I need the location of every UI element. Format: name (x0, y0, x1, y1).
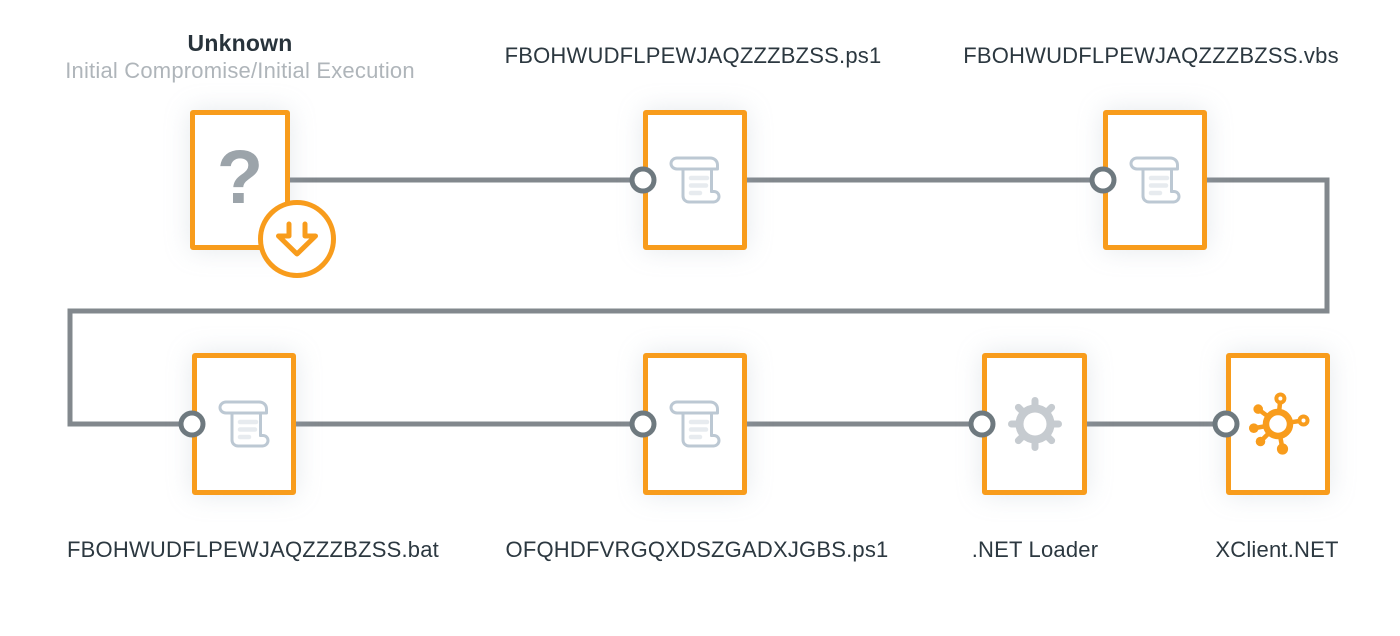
malware-icon (1249, 392, 1310, 455)
node-label-script-vbs: FBOHWUDFLPEWJAQZZZBZSS.vbs (963, 43, 1339, 68)
connector-port (629, 166, 657, 194)
script-scroll-icon (1129, 156, 1181, 204)
download-arrow-icon (276, 221, 318, 257)
script-scroll-icon (218, 400, 270, 448)
node-label-net-loader: .NET Loader (971, 537, 1099, 562)
script-scroll-icon (669, 400, 721, 448)
connector-port (629, 410, 657, 438)
node-subtitle: Initial Compromise/Initial Execution (65, 58, 415, 83)
node-net-loader[interactable] (982, 353, 1087, 495)
script-scroll-icon (669, 156, 721, 204)
node-label-script-ps1-1: FBOHWUDFLPEWJAQZZZBZSS.ps1 (504, 43, 882, 68)
node-label-xclient: XClient.NET (1215, 537, 1339, 562)
gear-icon (1007, 397, 1062, 451)
node-script-ps1-2[interactable] (643, 353, 747, 495)
question-mark-icon: ? (216, 135, 264, 220)
edge-vbs-bat (67, 177, 1330, 427)
node-title: Unknown (187, 30, 293, 56)
connector-port (1089, 166, 1117, 194)
download-badge[interactable] (258, 200, 336, 278)
connector-port (178, 410, 206, 438)
node-script-vbs[interactable] (1103, 110, 1207, 250)
connector-port (968, 410, 996, 438)
node-label-unknown: Unknown Initial Compromise/Initial Execu… (65, 29, 415, 85)
node-xclient[interactable] (1226, 353, 1330, 495)
node-label-script-ps1-2: OFQHDFVRGQXDSZGADXJGBS.ps1 (505, 537, 889, 562)
connector-port (1212, 410, 1240, 438)
node-label-script-bat: FBOHWUDFLPEWJAQZZZBZSS.bat (67, 537, 439, 562)
